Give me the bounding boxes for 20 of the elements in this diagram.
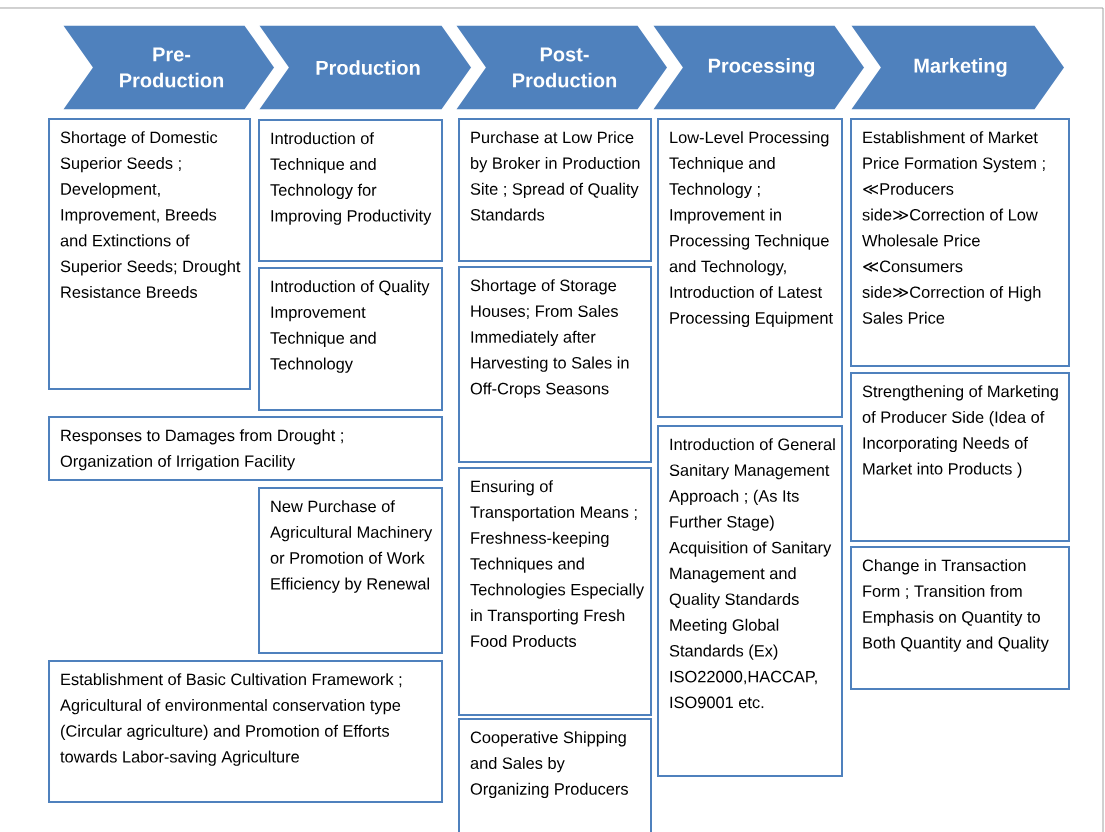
stage-header: Pre- Production: [60, 24, 276, 111]
text-box: Introduction of Quality Improvement Technique and Technology: [258, 267, 443, 411]
text-box: Establishment of Market Price Formation System ; ≪Producers side≫Correction of Low Wholesale Price ≪Consumers side≫Correction of High Sales Price: [850, 118, 1070, 367]
stage-header: Marketing: [848, 24, 1066, 111]
stage-header: Production: [256, 24, 473, 111]
text-box: Introduction of General Sanitary Management Approach ; (As Its Further Stage) Acquisition of Sanitary Management and Quality Standards Meeting Global Standards (Ex) ISO22000,HACCAP, ISO9001 etc.: [657, 425, 843, 777]
stage-header: Processing: [650, 24, 866, 111]
text-box: Establishment of Basic Cultivation Framework ; Agricultural of environmental conservation type (Circular agriculture) and Promotion of Efforts towards Labor-saving Agriculture: [48, 660, 443, 803]
text-box: Shortage of Storage Houses; From Sales Immediately after Harvesting to Sales in Off-Crops Seasons: [458, 266, 652, 463]
text-box: Strengthening of Marketing of Producer Side (Idea of Incorporating Needs of Market into Products ): [850, 372, 1070, 542]
text-box: Introduction of Technique and Technology for Improving Productivity: [258, 119, 443, 262]
text-box: Change in Transaction Form ; Transition from Emphasis on Quantity to Both Quantity and Quality: [850, 546, 1070, 690]
text-box: Shortage of Domestic Superior Seeds ; Development, Improvement, Breeds and Extinctions of Superior Seeds; Drought Resistance Breeds: [48, 118, 251, 390]
stage-header: Post- Production: [453, 24, 669, 111]
text-box: New Purchase of Agricultural Machinery or Promotion of Work Efficiency by Renewal: [258, 487, 443, 654]
text-box: Low-Level Processing Technique and Technology ; Improvement in Processing Technique and Technology, Introduction of Latest Processing Equipment: [657, 118, 843, 418]
text-box: Purchase at Low Price by Broker in Production Site ; Spread of Quality Standards: [458, 118, 652, 262]
text-box: Responses to Damages from Drought ; Organization of Irrigation Facility: [48, 416, 443, 481]
text-box: Cooperative Shipping and Sales by Organizing Producers: [458, 718, 652, 832]
text-box: Ensuring of Transportation Means ; Freshness-keeping Techniques and Technologies Especially in Transporting Fresh Food Products: [458, 467, 652, 716]
